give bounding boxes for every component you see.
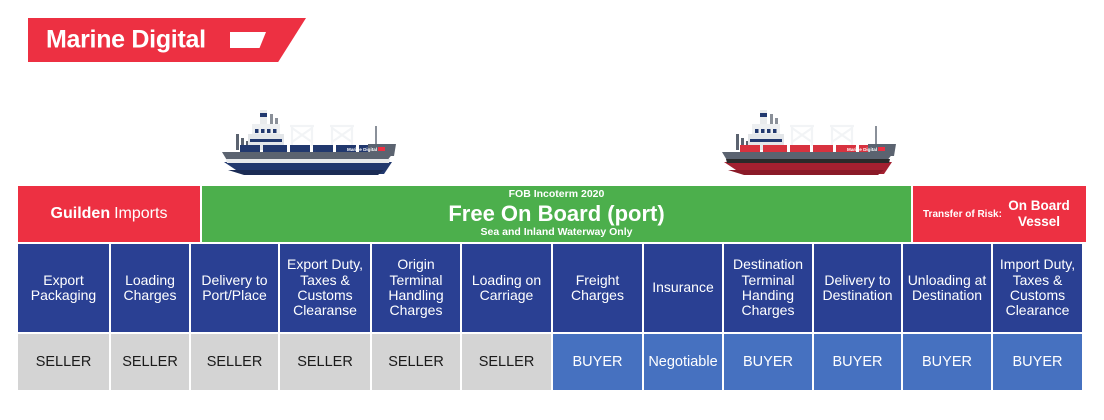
brand-logo: Marine Digital [28,18,306,62]
company-name-strong: Guilden [50,205,111,222]
incoterm-band: FOB Incoterm 2020 Free On Board (port) S… [202,186,911,242]
responsible-party-cell: SELLER [372,334,460,390]
flag-mark-icon [230,32,266,48]
incoterm-title: Free On Board (port) [448,200,665,226]
cost-category-header: Loading Charges [111,244,189,332]
cost-category-header: Delivery to Destination [814,244,901,332]
risk-transfer-label: Transfer of Risk: [923,208,1002,220]
incoterm-mode-label: Sea and Inland Waterway Only [480,226,633,239]
origin-vessel-illustration: Marine Digital [208,96,408,182]
cost-category-header: Import Duty, Taxes & Customs Clearance [993,244,1082,332]
svg-text:Marine Digital: Marine Digital [847,147,877,152]
responsible-party-cell: BUYER [903,334,991,390]
cost-category-header: Destination Terminal Handing Charges [724,244,812,332]
incoterm-code-label: FOB Incoterm 2020 [508,187,605,200]
responsible-party-cell: SELLER [191,334,278,390]
risk-transfer-band: Transfer of Risk: On Board Vessel [913,186,1086,242]
cost-category-header: Freight Charges [553,244,642,332]
responsible-party-cell: SELLER [111,334,189,390]
responsible-party-cell: SELLER [280,334,370,390]
cost-category-header: Export Duty, Taxes & Customs Clearanse [280,244,370,332]
cost-category-header: Export Packaging [18,244,109,332]
risk-transfer-value: On Board Vessel [1008,198,1070,229]
responsible-party-cell: BUYER [993,334,1082,390]
ship-svg: Marine Digital [722,110,896,175]
logo-text: Marine Digital [46,25,206,54]
responsible-party-cell: Negotiable [644,334,722,390]
svg-text:Marine Digital: Marine Digital [347,147,377,152]
cost-category-header: Loading on Carriage [462,244,551,332]
responsible-party-cell: SELLER [18,334,109,390]
responsible-party-cell: SELLER [462,334,551,390]
cost-category-header: Unloading at Destination [903,244,991,332]
company-name-light: Imports [114,205,168,222]
responsible-party-cell: BUYER [553,334,642,390]
ship-svg: Marine Digital [222,110,396,175]
destination-vessel-illustration: Marine Digital [708,96,908,182]
responsible-party-cell: BUYER [814,334,901,390]
cost-category-header: Delivery to Port/Place [191,244,278,332]
cost-category-header: Origin Terminal Handling Charges [372,244,460,332]
responsible-party-cell: BUYER [724,334,812,390]
cost-category-header: Insurance [644,244,722,332]
